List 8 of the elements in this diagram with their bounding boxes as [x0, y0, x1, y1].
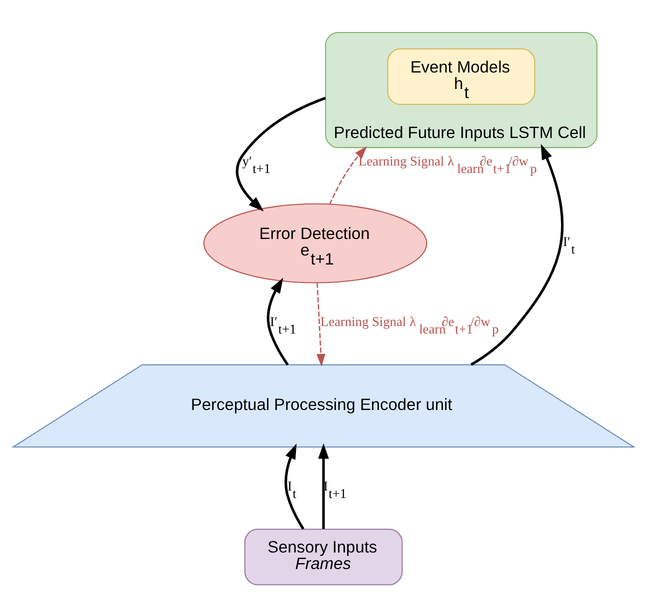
arrow — [316, 282, 325, 367]
arrow — [266, 278, 288, 366]
arrow — [284, 444, 304, 530]
node-box: Sensory Inputs Frames — [244, 528, 402, 586]
arrow — [470, 144, 564, 366]
arrow — [328, 146, 366, 205]
arrow — [318, 443, 328, 529]
arrow — [235, 96, 326, 212]
